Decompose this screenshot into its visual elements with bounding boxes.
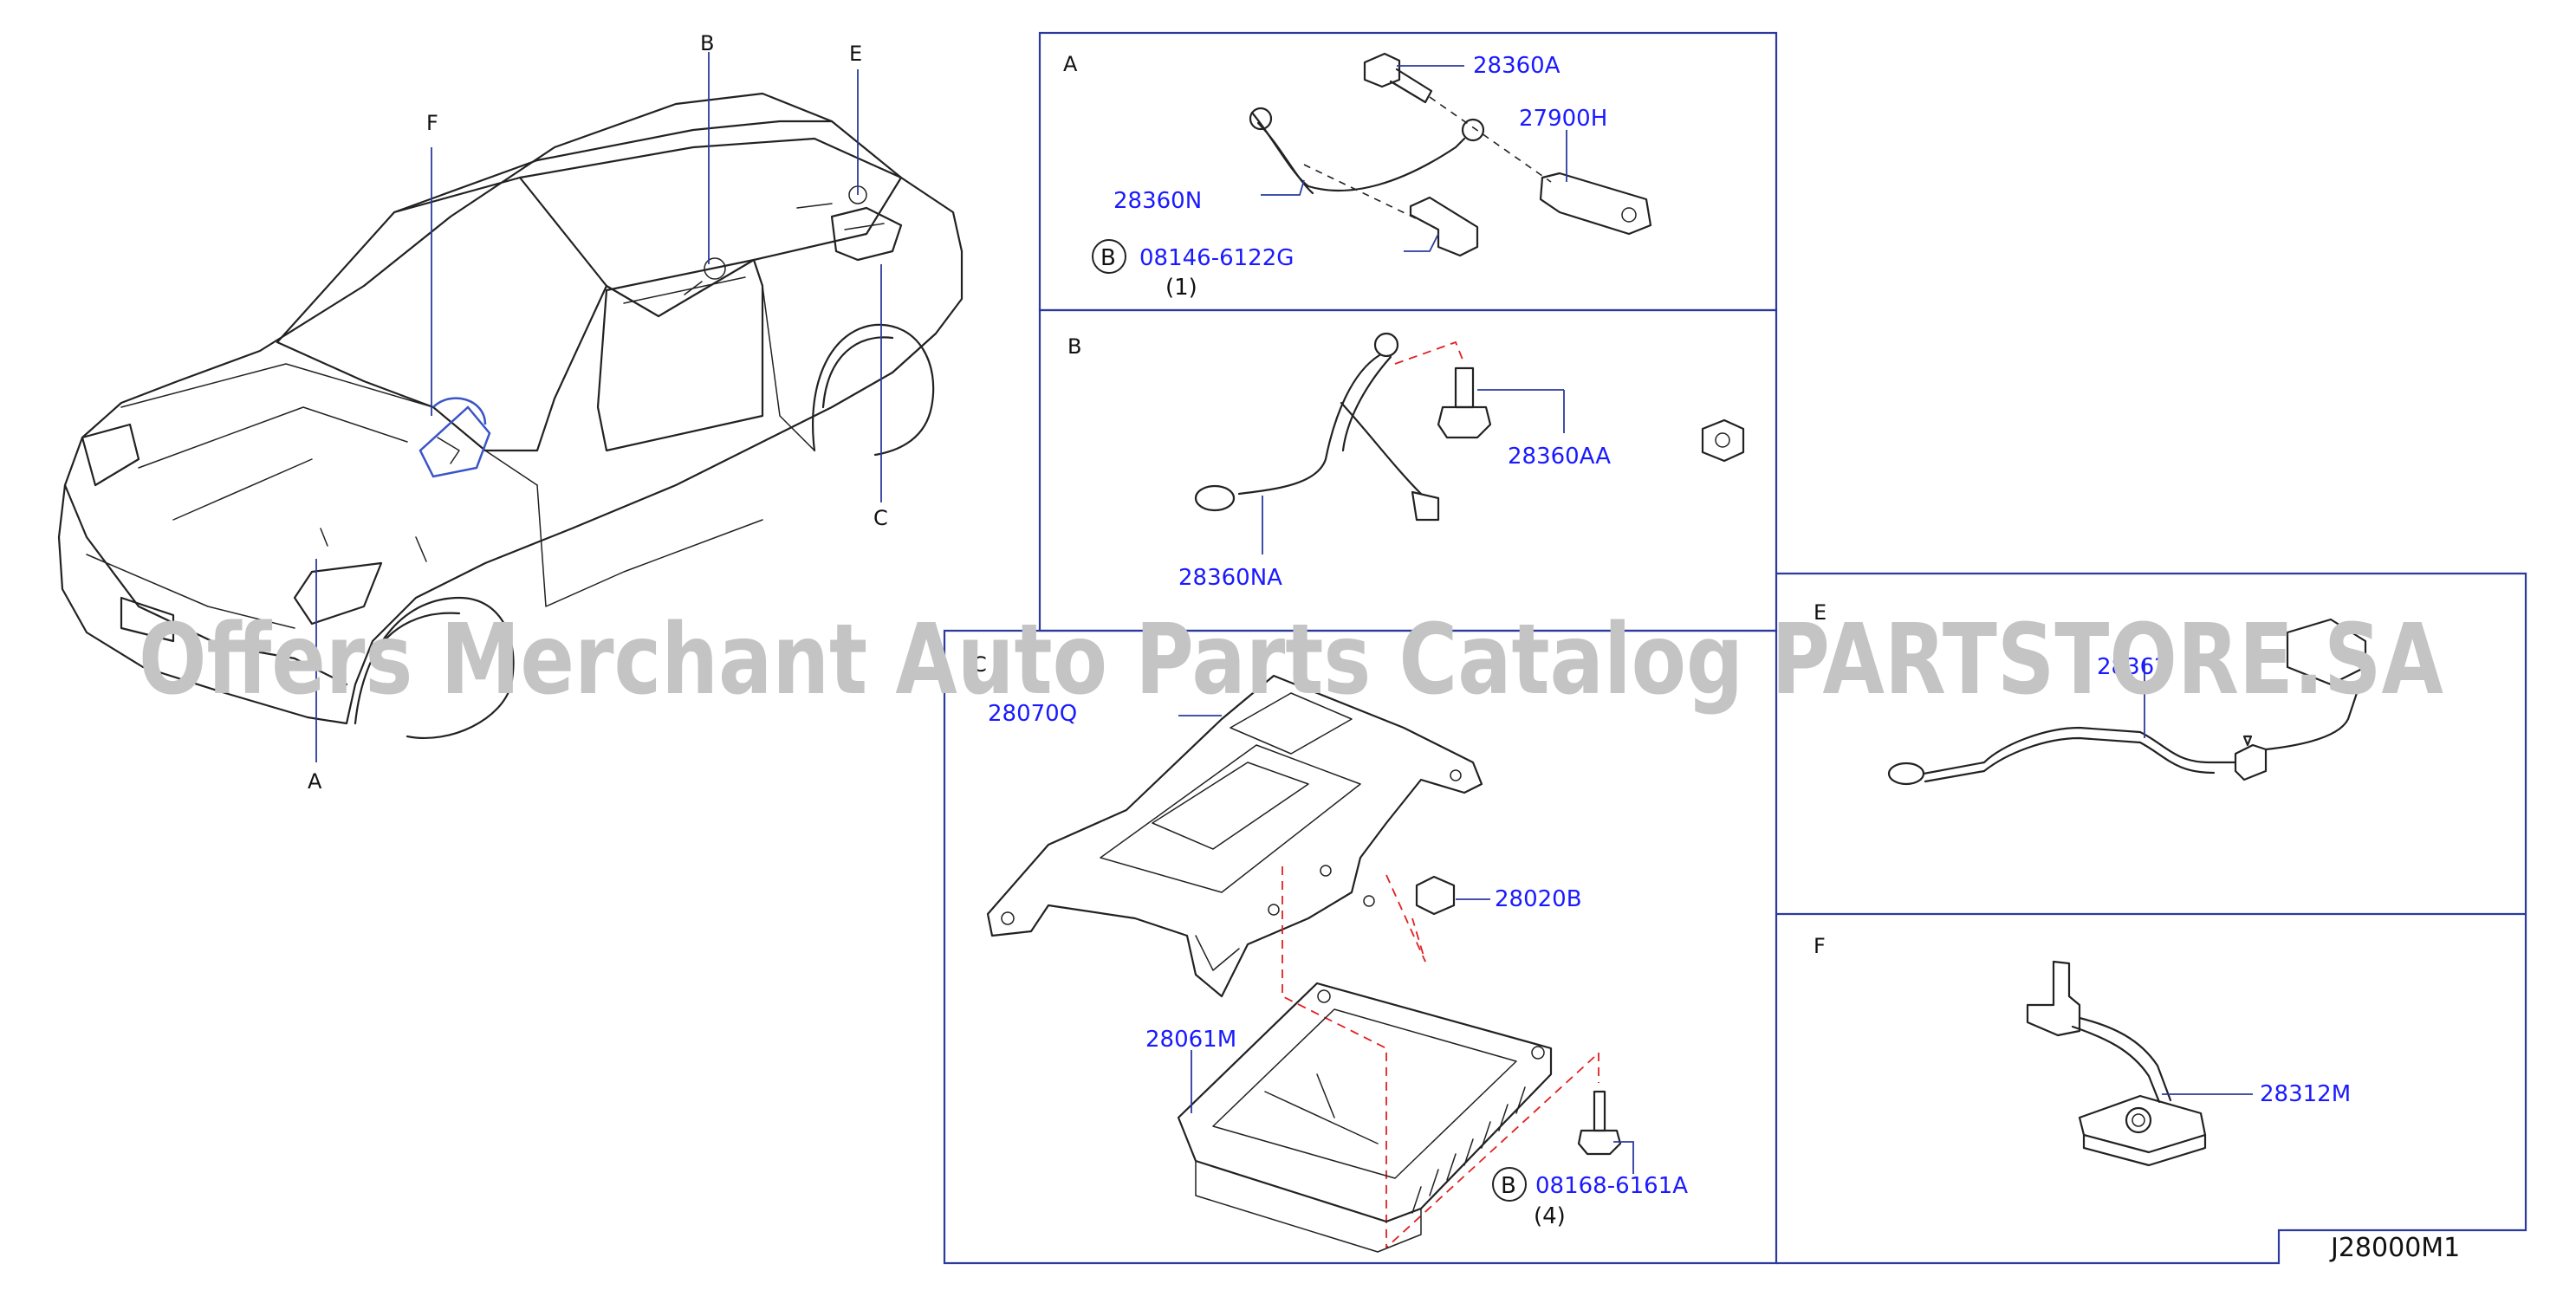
section-e: E 28362	[1814, 600, 2367, 786]
bolt-ref-letter-c: B	[1501, 1173, 1516, 1199]
bolt-ref-marker-a	[1092, 239, 1126, 274]
section-b: B 28360AA 28360NA	[1067, 332, 1745, 591]
section-c-letter: C	[972, 652, 987, 677]
section-f-letter: F	[1814, 934, 1826, 958]
callout-f: F	[426, 111, 438, 135]
callout-b: B	[700, 31, 714, 55]
section-e-letter: E	[1814, 600, 1827, 625]
section-a: A 28360A 27900H 28360N B 08146-6122G (1)	[1063, 52, 1652, 301]
callout-c: C	[873, 506, 888, 530]
part-08168-6161a-label: 08168-6161A	[1535, 1173, 1688, 1199]
bolt-qty-c: (4)	[1534, 1203, 1566, 1229]
part-28061m-label: 28061M	[1145, 1027, 1236, 1053]
part-28360a-label: 28360A	[1473, 53, 1561, 79]
part-28312m-label: 28312M	[2260, 1081, 2351, 1107]
part-27900h-label: 27900H	[1519, 106, 1607, 132]
bolt-ref-marker-c	[1492, 1167, 1527, 1202]
callout-e: E	[849, 42, 862, 66]
watermark-text: Offers Merchant Auto Parts Catalog PARTS…	[139, 604, 2443, 716]
section-f: F 28312M	[1814, 934, 2351, 1167]
part-28360na-label: 28360NA	[1178, 565, 1282, 591]
part-08146-6122g-label: 08146-6122G	[1139, 245, 1294, 271]
bolt-28360a-drawing	[1363, 52, 1433, 104]
section-c: C 28070Q 28020B 28061M	[972, 652, 1688, 1253]
heatsink-fins	[1411, 1086, 1526, 1214]
bolt-ref-letter-a: B	[1100, 245, 1116, 271]
callout-a: A	[308, 769, 322, 794]
part-28070q-label: 28070Q	[988, 701, 1077, 727]
section-b-letter: B	[1067, 334, 1081, 359]
overview-callouts: F B E C A	[308, 31, 888, 794]
part-28020b-label: 28020B	[1495, 886, 1582, 912]
car-overview-illustration	[57, 92, 964, 739]
section-borders	[943, 31, 2527, 1265]
part-28360aa-label: 28360AA	[1508, 444, 1611, 470]
diagram-id: J28000M1	[2329, 1233, 2460, 1263]
part-28360n-label: 28360N	[1113, 188, 1202, 214]
part-28362-label: 28362	[2097, 654, 2169, 680]
section-a-letter: A	[1063, 52, 1078, 76]
bolt-qty-a: (1)	[1165, 275, 1197, 301]
